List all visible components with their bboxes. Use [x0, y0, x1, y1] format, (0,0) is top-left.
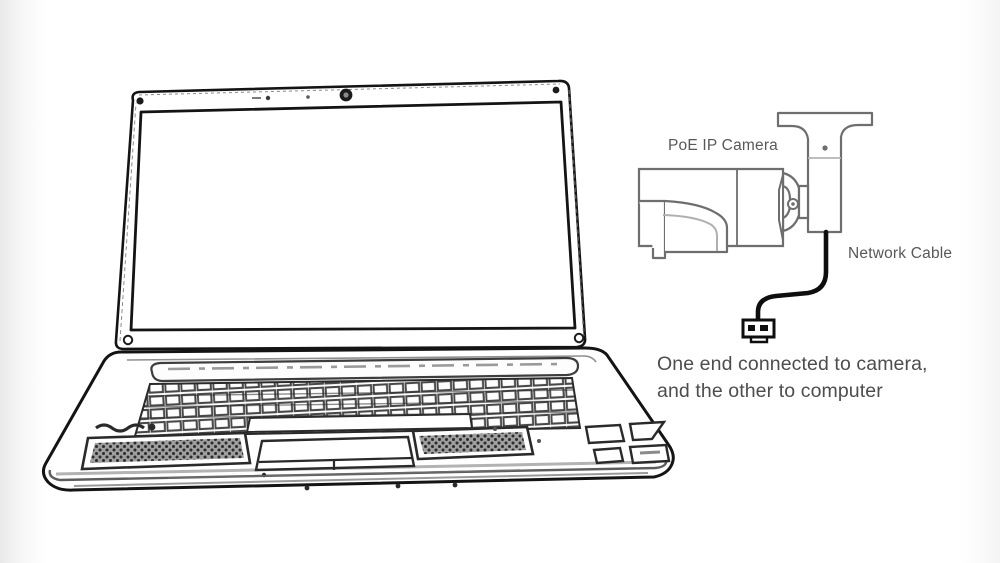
sun-shield	[639, 199, 729, 260]
function-buttons[interactable]	[584, 420, 667, 465]
keyboard[interactable]	[133, 376, 582, 438]
display-panel[interactable]	[129, 100, 577, 332]
label-network-cable: Network Cable	[848, 245, 953, 262]
caption-line-1: One end connected to camera,	[657, 353, 928, 375]
microphone-holes	[252, 95, 310, 101]
hinge	[150, 356, 580, 383]
network-cable	[741, 229, 829, 344]
ceiling-bracket	[776, 111, 874, 234]
caption-line-2: and the other to computer	[657, 380, 883, 402]
label-poe-ip-camera: PoE IP Camera	[668, 137, 779, 154]
power-button[interactable]	[628, 443, 671, 465]
touchpad[interactable]	[254, 435, 416, 472]
speaker-grille-left	[80, 431, 252, 471]
speaker-grille-right	[411, 425, 535, 461]
rj45-connector	[741, 318, 776, 344]
indicator-lights	[95, 423, 156, 433]
mount-arm	[781, 171, 810, 233]
instruction-caption: One end connected to camera, and the oth…	[657, 351, 928, 405]
poe-ip-camera	[637, 111, 874, 260]
laptop	[41, 79, 675, 492]
lens-housing	[778, 174, 784, 241]
webcam	[339, 88, 353, 102]
bezel-screws	[122, 86, 585, 346]
base-bottom-edge	[73, 469, 649, 487]
